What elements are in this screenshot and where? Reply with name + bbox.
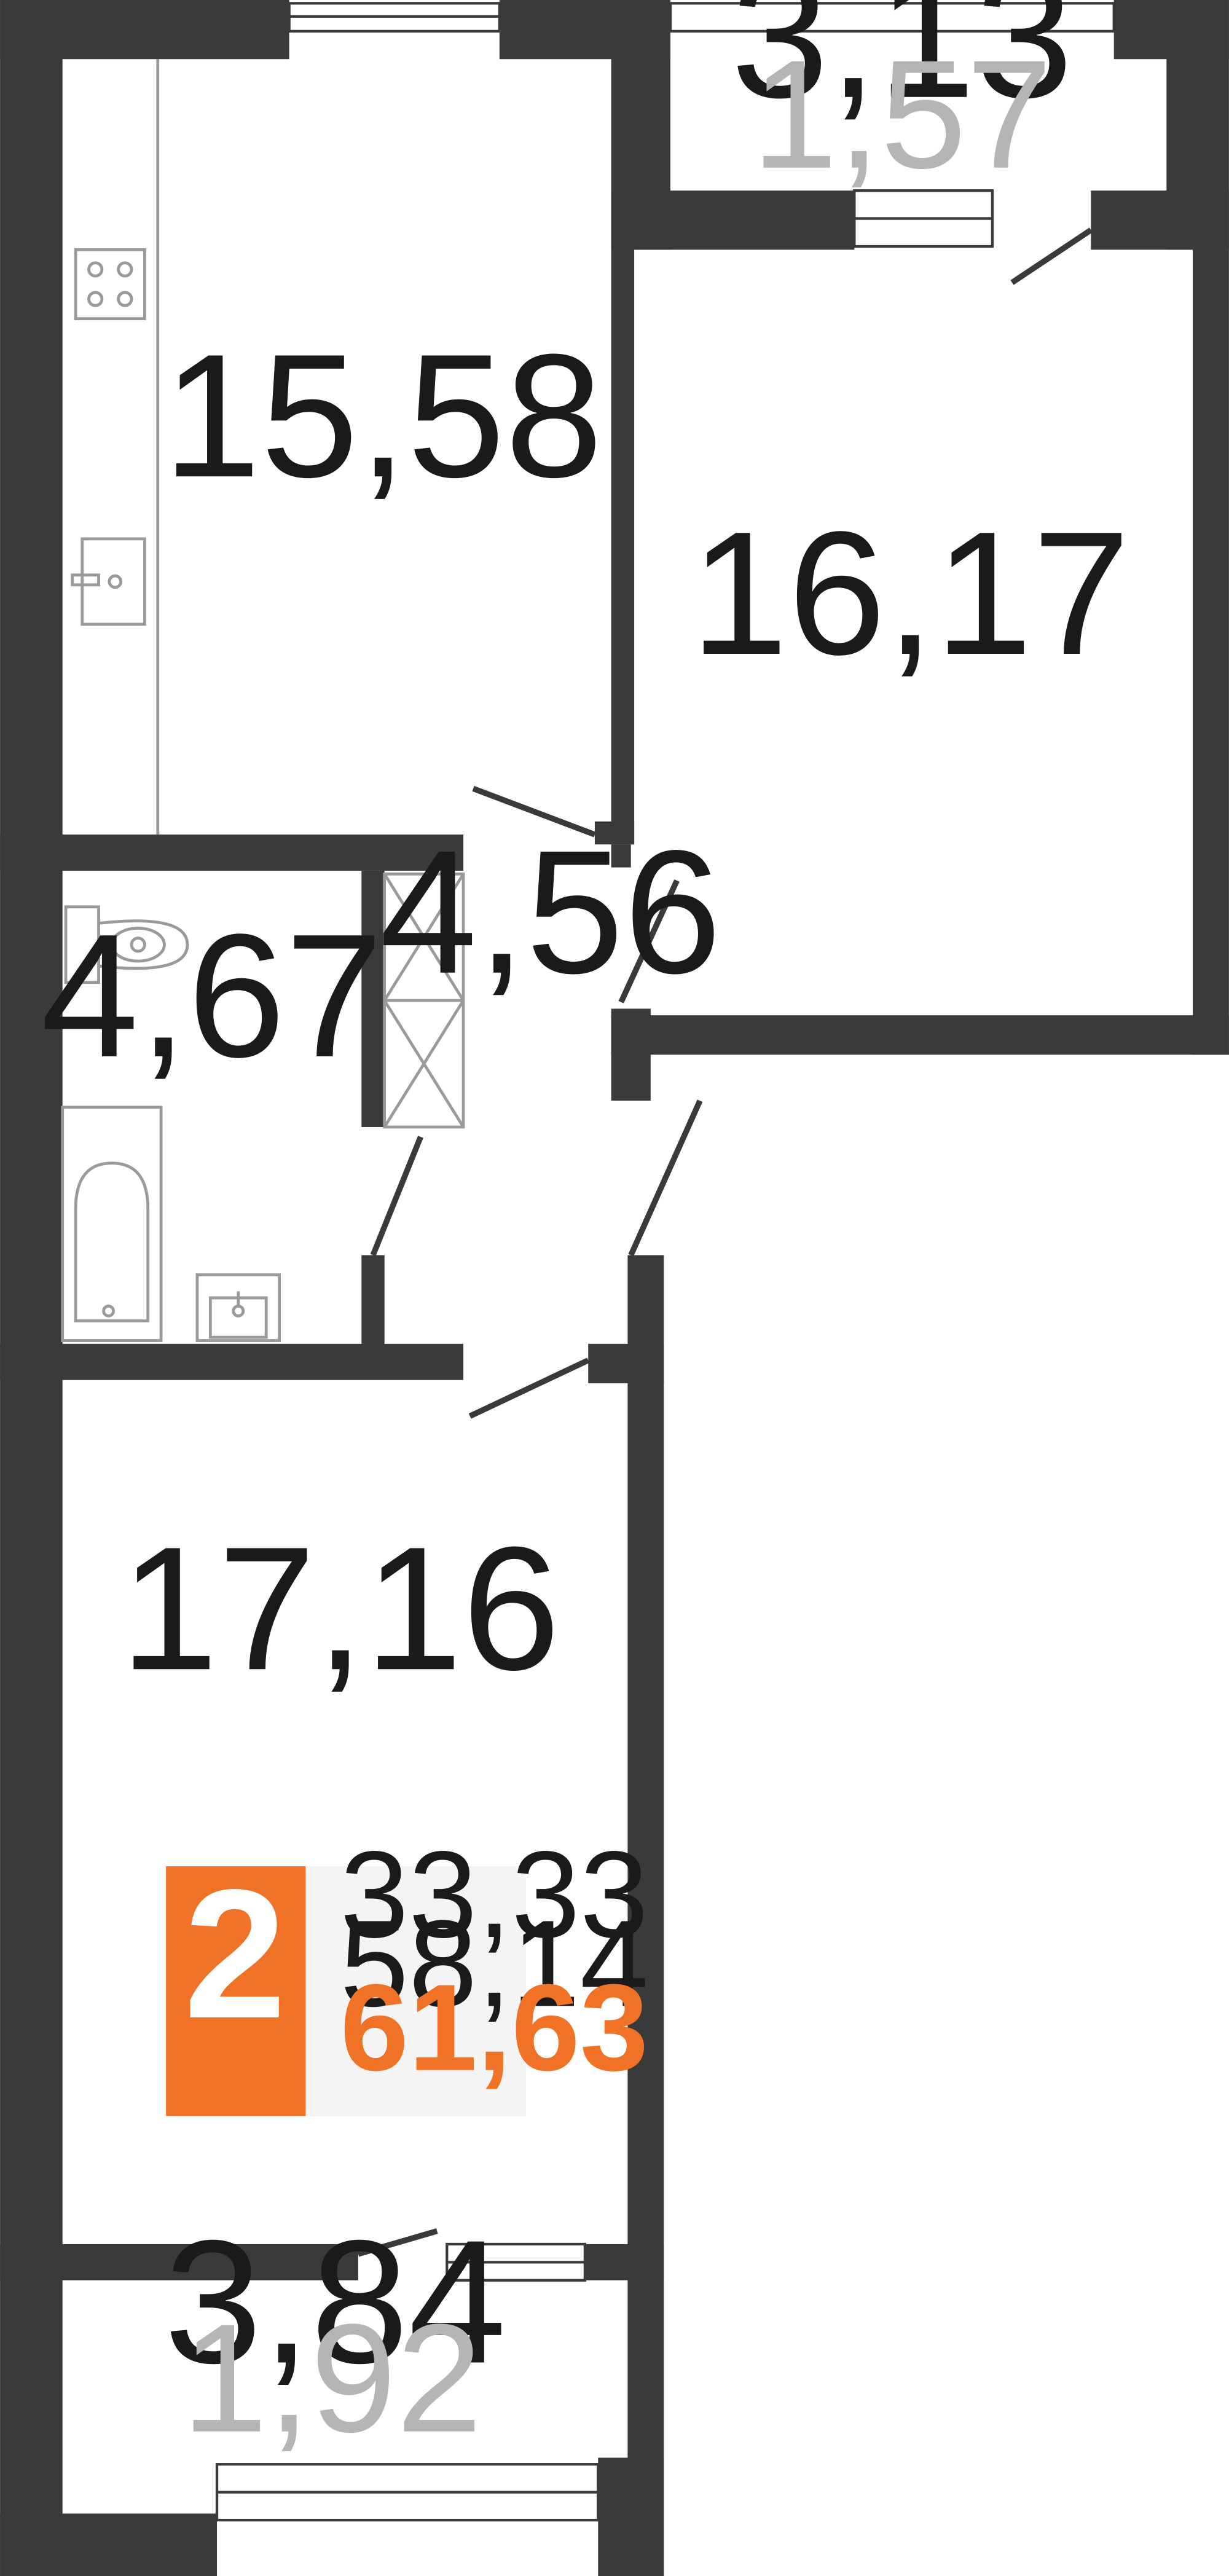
- living-area: 17,16: [120, 1510, 560, 1706]
- wall-living-right: [627, 1255, 664, 2576]
- wall-living-bottom-left: [0, 2244, 358, 2280]
- total-with-balconies-value: 61,63: [340, 1959, 649, 2097]
- balcony-top-area: 3,13: [731, 0, 1073, 135]
- rooms-count: 2: [184, 1852, 286, 2057]
- bedroom-area: 16,17: [690, 495, 1130, 691]
- window-balcony-door-top: [853, 189, 994, 248]
- door-entrance: [628, 1099, 703, 1257]
- door-balcony-top: [1010, 227, 1093, 285]
- wall-bath-bottom: [0, 1343, 464, 1380]
- wardrobe-icon: [383, 872, 465, 1129]
- kitchen-area: 15,58: [163, 317, 603, 514]
- wall-hall-jamb: [611, 1008, 651, 1101]
- door-bathroom: [370, 1136, 423, 1257]
- wall-bedroom-right: [1193, 249, 1229, 1055]
- bathroom-area: 4,67: [41, 897, 383, 1094]
- wall-bedroom-bottom: [611, 1015, 1229, 1055]
- windows: [215, 2, 1115, 2522]
- stove-icon: [74, 248, 146, 321]
- toilet-icon: [64, 905, 189, 984]
- balcony-bottom-reduced-area: 1,92: [182, 2293, 482, 2465]
- wall-bath-lower: [361, 1255, 385, 1348]
- washbasin-icon: [195, 1273, 281, 1342]
- door-kitchen: [472, 785, 596, 838]
- total-area-value: 58,14: [340, 1895, 649, 2032]
- door-living: [468, 1357, 590, 1419]
- sink-icon: [71, 537, 146, 626]
- window-kitchen: [288, 2, 501, 33]
- wall-living-bottom-right: [584, 2244, 664, 2280]
- wall-bath-upper: [361, 870, 385, 1127]
- window-living: [446, 2242, 587, 2282]
- window-balcony-bottom: [215, 2463, 600, 2522]
- summary-badge: 2 33,33 58,14 61,63: [166, 1826, 648, 2116]
- bathtub-icon: [61, 1105, 163, 1342]
- wall-balcony-top-bottom-left: [611, 190, 855, 250]
- room-labels: 3,13 1,57 15,58 16,17 4,56 4,67 17,16 3,…: [41, 0, 1131, 2465]
- wall-jamb-b: [611, 844, 631, 868]
- door-balcony-bottom: [357, 2228, 438, 2257]
- balcony-top-reduced-area: 1,57: [752, 29, 1052, 201]
- window-balcony-top: [669, 2, 1115, 33]
- wall-top-left: [0, 0, 289, 60]
- wall-kitchen-bottom: [0, 834, 464, 871]
- wall-living-jamb: [588, 1343, 664, 1384]
- wall-bottom-right: [598, 2457, 664, 2576]
- summary-background: [305, 1866, 526, 2116]
- wall-balcony-top-corner: [1113, 0, 1229, 60]
- rooms-count-badge: [166, 1866, 306, 2116]
- doors: [357, 227, 1093, 2257]
- wall-bottom-left: [0, 2513, 218, 2576]
- wall-left: [0, 0, 63, 2576]
- fixtures: [61, 59, 465, 1342]
- door-bedroom: [618, 879, 680, 1003]
- wall-jamb-a: [594, 821, 635, 845]
- hall-area: 4,56: [379, 814, 721, 1010]
- balcony-bottom-area: 3,84: [164, 2203, 506, 2400]
- living-area-value: 33,33: [340, 1826, 649, 1963]
- wall-kitchen-partition: [611, 249, 635, 845]
